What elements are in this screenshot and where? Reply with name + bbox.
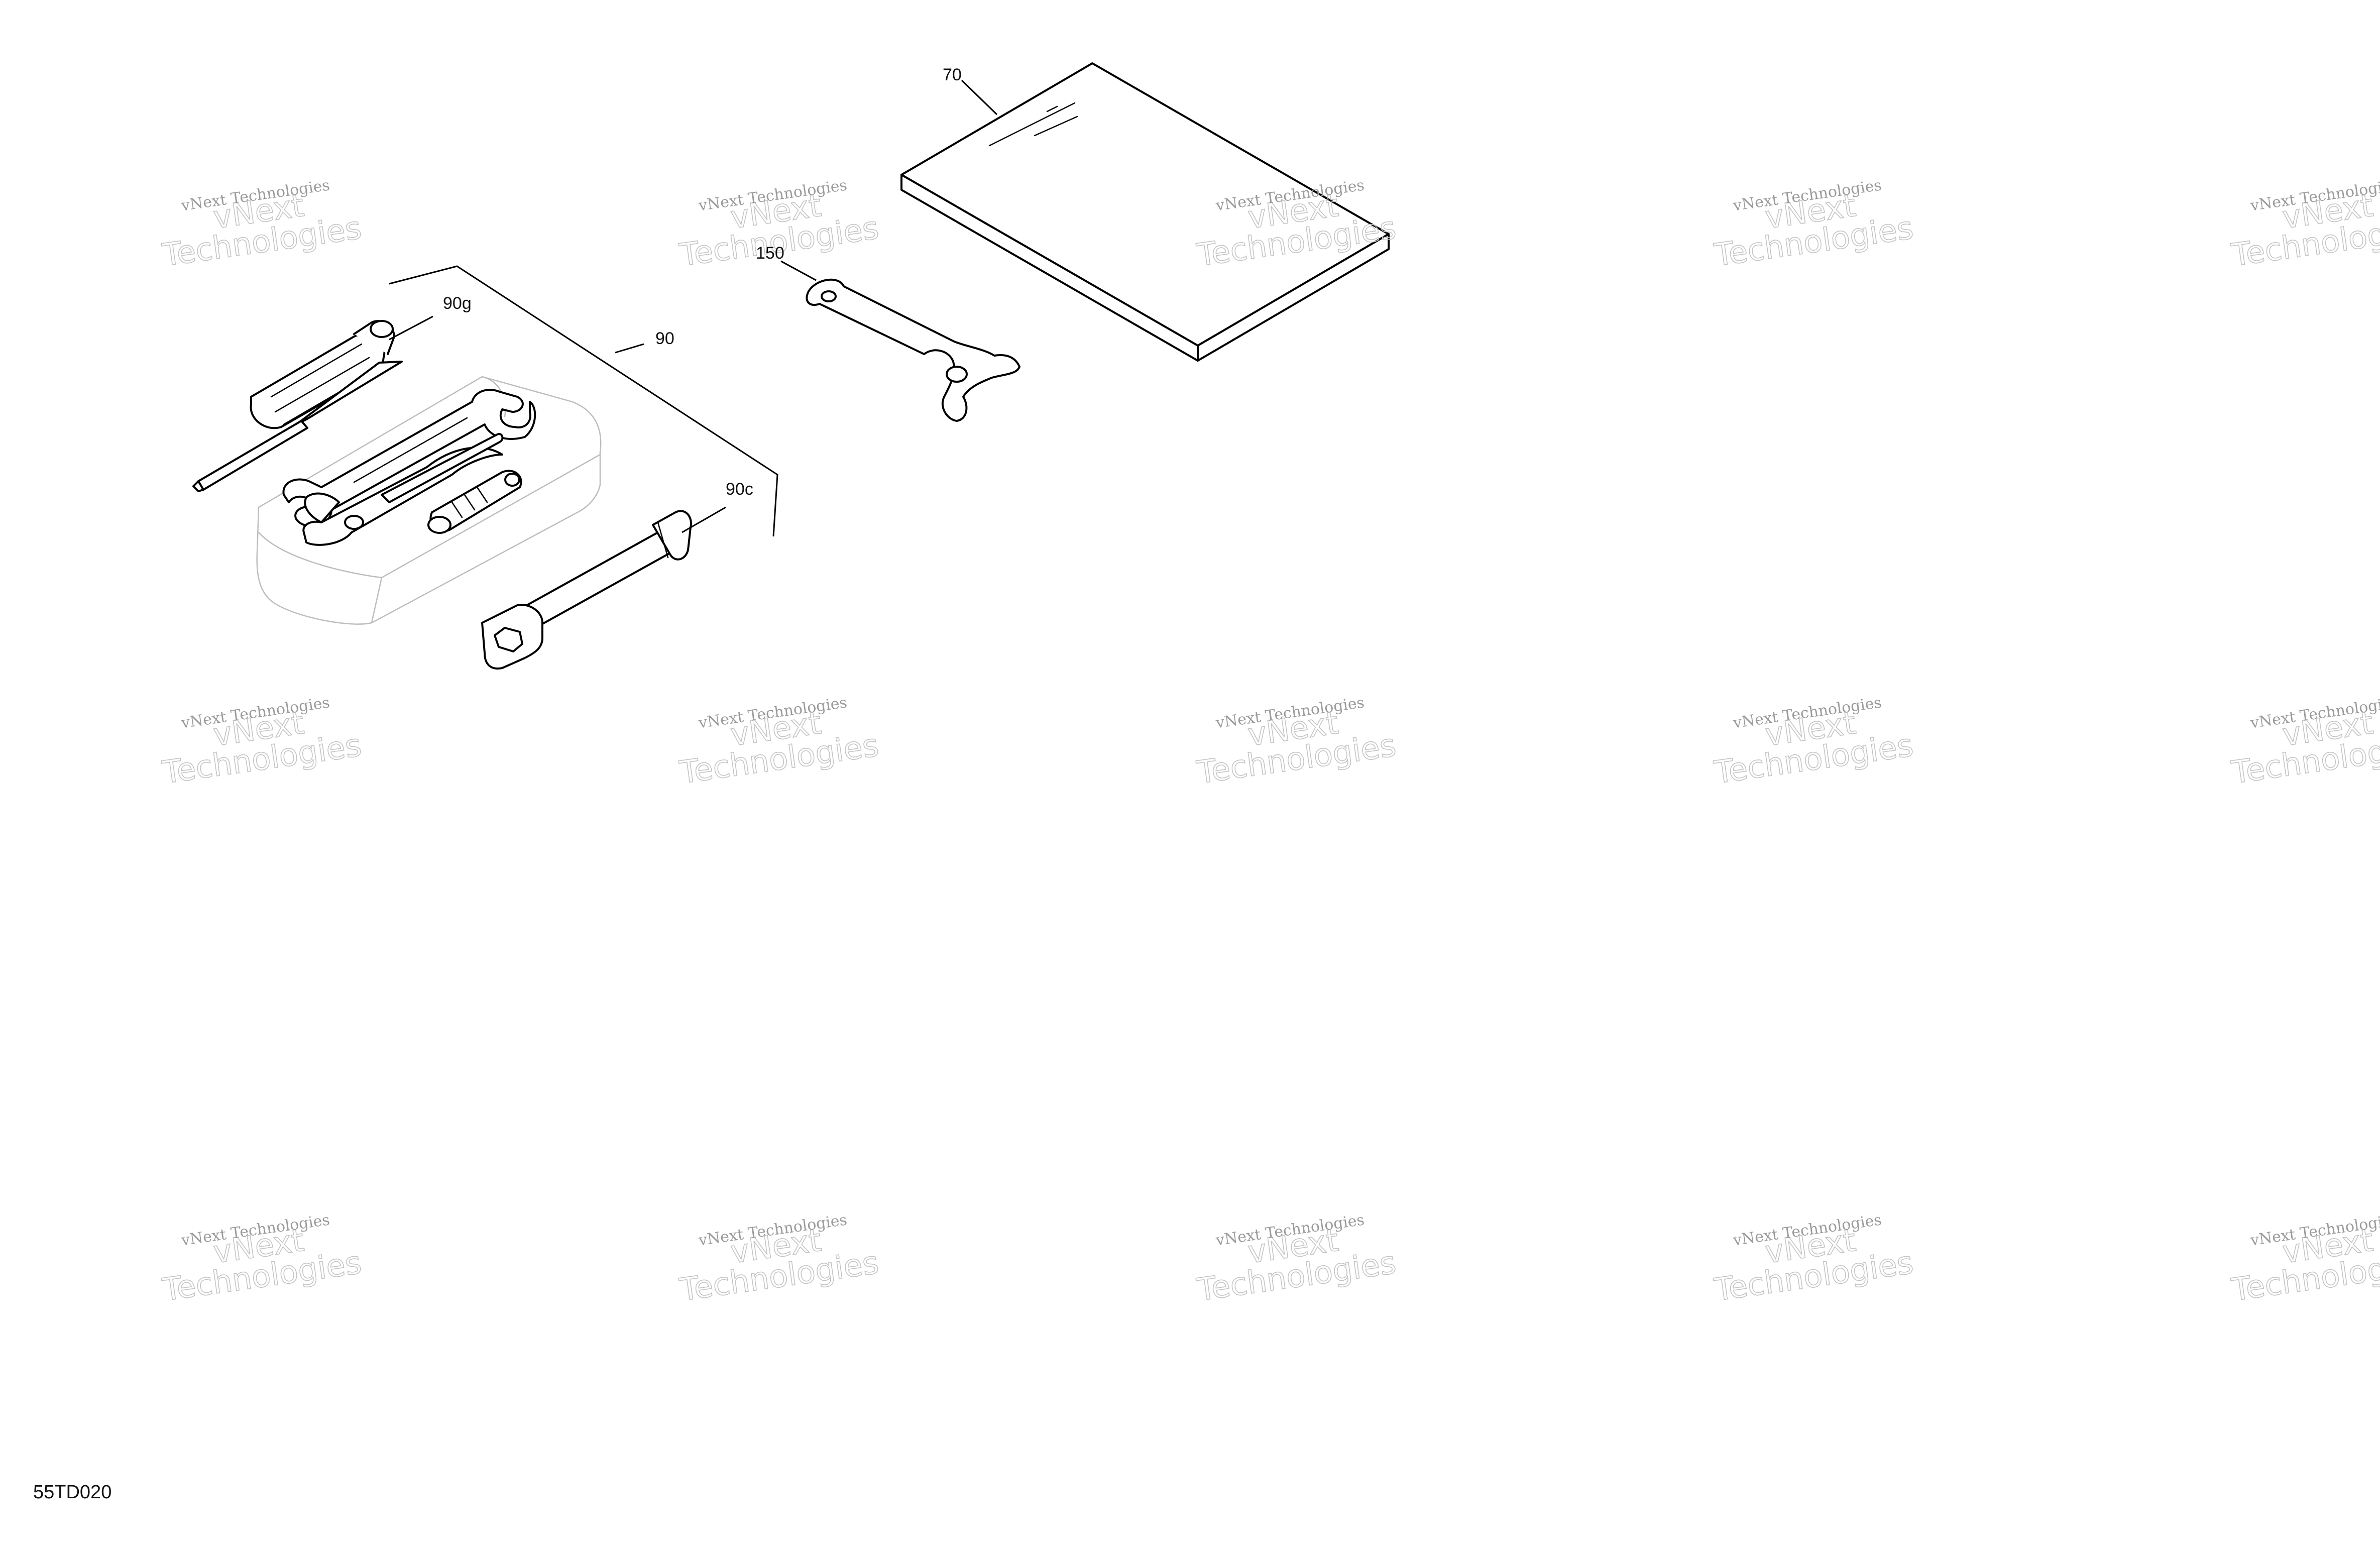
open-end-wrench-part[interactable] xyxy=(282,389,536,528)
pliers-part[interactable] xyxy=(302,433,504,546)
callout-90g: 90g xyxy=(443,294,472,313)
callout-70: 70 xyxy=(943,65,962,84)
leader-70 xyxy=(961,79,998,116)
screwdriver-part[interactable] xyxy=(192,320,403,492)
tool-kit-bracket xyxy=(389,265,778,537)
owners-manual-part[interactable] xyxy=(900,62,1390,362)
tool-pouch-outline xyxy=(256,376,602,625)
callout-90: 90 xyxy=(655,329,674,348)
spark-plug-wrench-part[interactable] xyxy=(481,510,692,670)
callout-150: 150 xyxy=(756,244,784,263)
spanner-wrench-part[interactable] xyxy=(806,278,1021,422)
callout-90c: 90c xyxy=(726,480,753,499)
socket-driver-part[interactable] xyxy=(427,470,522,534)
leader-90g xyxy=(389,315,433,341)
leader-90c xyxy=(682,506,726,533)
leader-90 xyxy=(615,343,644,354)
leader-150 xyxy=(780,260,817,281)
figure-id: 55TD020 xyxy=(33,1482,112,1503)
